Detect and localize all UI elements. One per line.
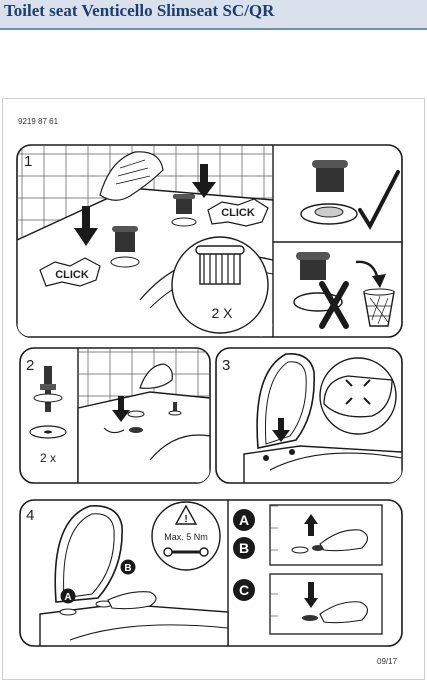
warning-triangle-icon xyxy=(174,504,198,525)
step-4-panel: 4 A B ! Max. 5 Nm xyxy=(19,499,403,647)
marker-a-large-label: A xyxy=(239,512,249,528)
toilet-lid-open xyxy=(54,505,123,603)
correct-example xyxy=(300,160,400,231)
hand-illustration xyxy=(107,591,157,610)
lid-detail-circle xyxy=(319,357,397,435)
torque-label: Max. 5 Nm xyxy=(164,532,208,542)
step-3-number: 3 xyxy=(222,357,230,374)
quantity-label: 2 x xyxy=(40,451,56,465)
cross-icon xyxy=(319,281,349,329)
washer xyxy=(29,425,67,439)
marker-b-large-circle xyxy=(233,537,255,559)
toilet-lid xyxy=(256,353,315,449)
click-burst-left: CLICK xyxy=(39,257,101,287)
expand-arrows-icon xyxy=(345,379,371,405)
step-1-panel: 1 CLICK CLICK 2 X xyxy=(16,144,403,338)
svg-text:!: ! xyxy=(184,514,187,525)
wrong-example xyxy=(293,252,395,329)
marker-b-circle xyxy=(120,559,136,575)
step-2-panel: 2 2 x xyxy=(19,347,211,484)
page-number: 09/17 xyxy=(377,657,398,666)
page-title: Toilet seat Venticello Slimseat SC/QR xyxy=(4,1,275,20)
marker-b-label: B xyxy=(124,563,131,574)
click-burst-right: CLICK xyxy=(207,198,269,227)
click-label-right: CLICK xyxy=(221,207,255,219)
fastener-left xyxy=(110,226,140,268)
detail-ab-box xyxy=(269,504,383,566)
header-bar: Toilet seat Venticello Slimseat SC/QR xyxy=(0,0,427,30)
arrow-down-icon xyxy=(304,582,318,608)
marker-b-large-label: B xyxy=(239,540,249,556)
detail-count: 2 X xyxy=(211,305,233,321)
detail-circle: 2 X xyxy=(171,236,269,334)
step-3-panel: 3 xyxy=(215,347,403,484)
detail-c-box xyxy=(269,573,383,635)
document-number: 9219 87 61 xyxy=(18,117,59,126)
step-2-number: 2 xyxy=(26,357,34,374)
waste-bin-icon xyxy=(363,288,395,327)
arrow-up-icon xyxy=(304,514,318,536)
fastener-right xyxy=(171,194,197,227)
marker-a-label: A xyxy=(64,592,71,603)
step-4-number: 4 xyxy=(26,507,34,524)
marker-a-large-circle xyxy=(233,509,255,531)
marker-c-large-circle xyxy=(233,579,255,601)
marker-a-circle xyxy=(60,588,76,604)
checkmark-icon xyxy=(358,170,400,231)
threaded-pin xyxy=(33,366,63,412)
arrow-down-icon xyxy=(112,396,130,422)
arrow-down-icon xyxy=(272,418,290,442)
marker-c-large-label: C xyxy=(239,582,249,598)
click-label-left: CLICK xyxy=(55,269,89,281)
arrow-down-icon xyxy=(192,164,216,198)
arrow-down-icon xyxy=(74,206,98,246)
torque-callout: ! Max. 5 Nm xyxy=(151,501,221,571)
step-1-number: 1 xyxy=(24,153,32,170)
